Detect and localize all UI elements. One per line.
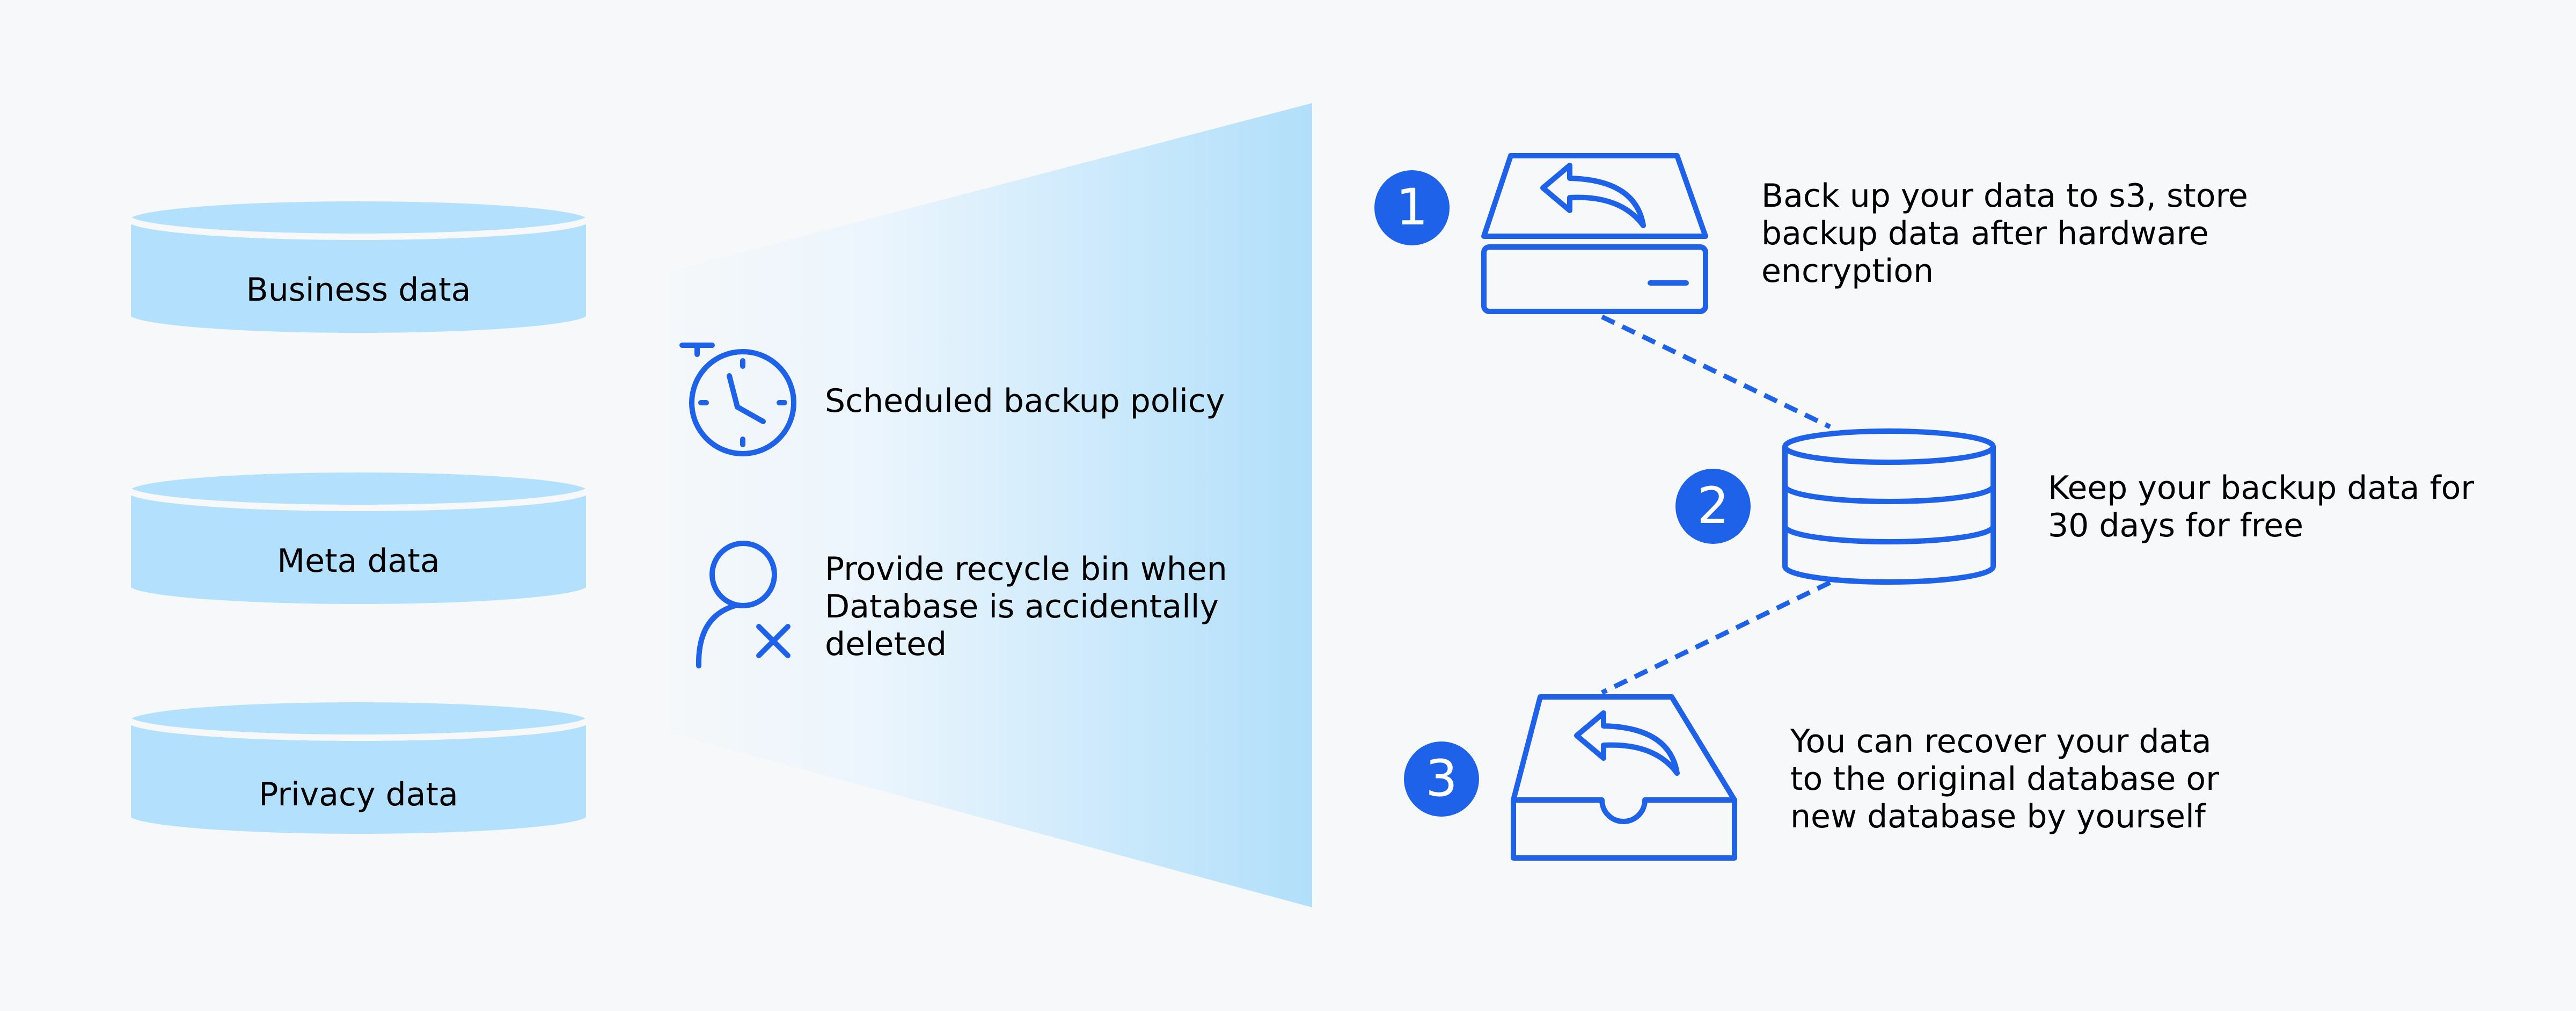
step-1-text: Back up your data to s3, store backup da… bbox=[1761, 177, 2248, 290]
data-store-label: Business data bbox=[246, 271, 471, 309]
step-2-text: Keep your backup data for 30 days for fr… bbox=[2048, 469, 2474, 544]
step-number-badge: 2 bbox=[1675, 469, 1751, 544]
data-store-cylinder bbox=[125, 195, 592, 339]
data-store-cylinder bbox=[125, 466, 592, 610]
backup-drive-icon bbox=[1481, 153, 1708, 314]
stopwatch-icon bbox=[679, 343, 796, 456]
step-number-badge: 3 bbox=[1404, 741, 1479, 817]
feature-recycle-bin-text: Provide recycle bin when Database is acc… bbox=[825, 550, 1227, 663]
connector-line bbox=[1601, 314, 1831, 695]
step-3-text: You can recover your data to the origina… bbox=[1790, 723, 2219, 835]
step-number-badge: 1 bbox=[1374, 170, 1450, 245]
funnel-shape bbox=[639, 103, 1312, 907]
restore-tray-icon bbox=[1511, 694, 1737, 861]
feature-scheduled-backup-text: Scheduled backup policy bbox=[825, 382, 1225, 420]
data-store-cylinder bbox=[125, 696, 592, 840]
database-icon bbox=[1782, 428, 1996, 585]
data-store-label: Privacy data bbox=[259, 776, 458, 813]
user-remove-icon bbox=[696, 541, 791, 668]
data-store-label: Meta data bbox=[277, 542, 440, 580]
